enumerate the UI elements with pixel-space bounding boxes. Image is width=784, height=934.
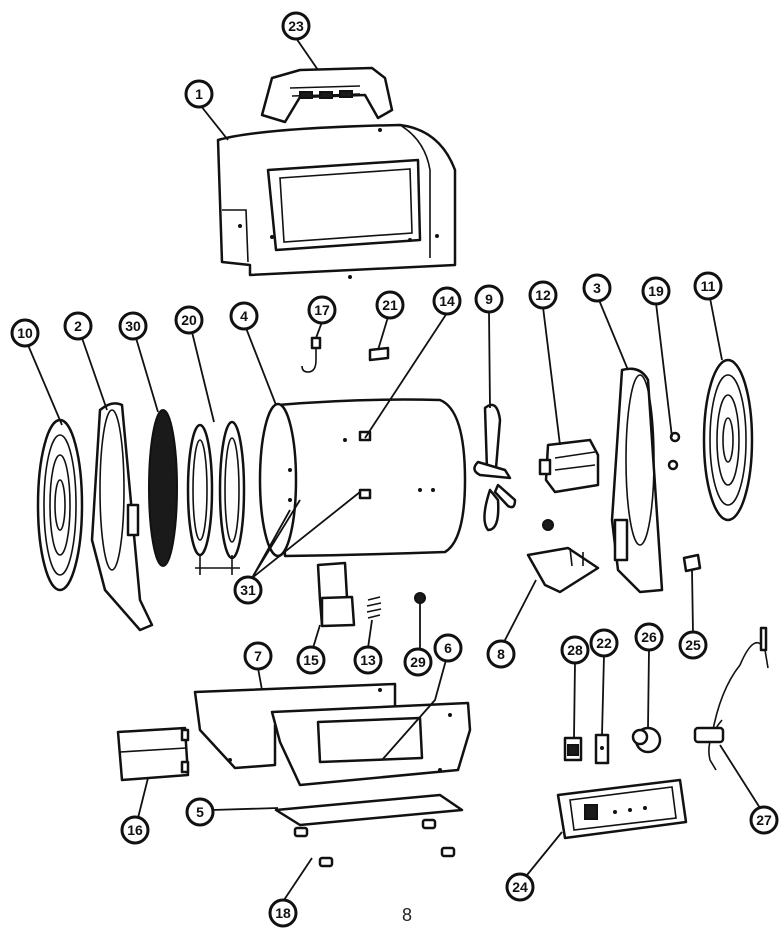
page-number: 8 xyxy=(401,905,412,925)
callout-23: 23 xyxy=(281,11,311,41)
part-front-base-plate xyxy=(270,701,472,787)
svg-text:18: 18 xyxy=(275,905,291,921)
svg-text:7: 7 xyxy=(254,648,262,664)
callout-14: 14 xyxy=(432,286,462,316)
callout-21: 21 xyxy=(375,290,405,320)
callout-25: 25 xyxy=(678,630,708,660)
svg-text:2: 2 xyxy=(74,318,82,334)
svg-text:1: 1 xyxy=(195,86,203,102)
callout-11: 11 xyxy=(693,271,723,301)
part-feet xyxy=(293,818,456,868)
callout-10: 10 xyxy=(10,318,40,348)
part-handle xyxy=(260,66,394,124)
callout-17: 17 xyxy=(307,295,337,325)
part-spring xyxy=(366,596,382,619)
callout-22: 22 xyxy=(589,628,619,658)
svg-text:30: 30 xyxy=(125,318,141,334)
part-bottom-plate xyxy=(274,793,464,827)
svg-text:21: 21 xyxy=(382,297,398,313)
callout-12: 12 xyxy=(528,280,558,310)
part-control-panel xyxy=(556,778,688,840)
part-nut xyxy=(542,519,554,531)
callout-27: 27 xyxy=(749,805,779,835)
svg-text:3: 3 xyxy=(593,280,601,296)
part-right-screws xyxy=(667,431,681,471)
svg-text:14: 14 xyxy=(439,293,455,309)
svg-text:15: 15 xyxy=(303,652,319,668)
callout-3: 3 xyxy=(582,273,612,303)
part-cylinder-body xyxy=(258,398,467,558)
svg-text:8: 8 xyxy=(497,646,505,662)
callout-8: 8 xyxy=(486,639,516,669)
part-side-box xyxy=(116,726,190,782)
svg-text:31: 31 xyxy=(240,582,256,598)
callout-24: 24 xyxy=(505,872,535,902)
callout-13: 13 xyxy=(353,645,383,675)
part-left-fan-guard xyxy=(36,418,84,592)
part-thermostat-knob xyxy=(631,726,662,754)
part-heating-element xyxy=(186,420,246,575)
svg-text:20: 20 xyxy=(181,312,197,328)
svg-text:29: 29 xyxy=(410,654,426,670)
part-fan-blade xyxy=(473,403,517,532)
callout-30: 30 xyxy=(118,311,148,341)
part-right-fan-guard xyxy=(702,358,754,522)
svg-text:4: 4 xyxy=(240,308,248,324)
callout-7: 7 xyxy=(243,641,273,671)
svg-text:6: 6 xyxy=(444,640,452,656)
svg-text:16: 16 xyxy=(127,822,143,838)
svg-text:12: 12 xyxy=(535,287,551,303)
callout-28: 28 xyxy=(560,635,590,665)
part-right-end-bracket xyxy=(610,367,664,594)
part-left-end-bracket xyxy=(90,402,154,632)
svg-text:26: 26 xyxy=(641,629,657,645)
part-motor-bracket xyxy=(526,546,600,594)
callout-20: 20 xyxy=(174,305,204,335)
callout-15: 15 xyxy=(296,645,326,675)
callout-31: 31 xyxy=(233,575,263,605)
callout-9: 9 xyxy=(474,284,504,314)
part-grommet xyxy=(682,553,702,573)
svg-text:22: 22 xyxy=(596,635,612,651)
callout-29: 29 xyxy=(403,647,433,677)
callout-26: 26 xyxy=(634,622,664,652)
svg-text:10: 10 xyxy=(17,325,33,341)
callout-6: 6 xyxy=(433,633,463,663)
part-power-cord xyxy=(693,626,769,771)
part-motor xyxy=(538,438,600,494)
part-clip xyxy=(368,346,390,362)
svg-text:27: 27 xyxy=(756,812,772,828)
svg-text:9: 9 xyxy=(485,291,493,307)
part-rear-base-plate xyxy=(193,682,397,770)
callout-5: 5 xyxy=(185,797,215,827)
svg-text:25: 25 xyxy=(685,637,701,653)
callout-16: 16 xyxy=(120,815,150,845)
callout-18: 18 xyxy=(268,898,298,928)
svg-text:17: 17 xyxy=(314,302,330,318)
part-knob-screw xyxy=(414,592,426,604)
part-top-housing xyxy=(216,123,457,279)
svg-text:24: 24 xyxy=(512,879,528,895)
part-indicator-plate xyxy=(594,733,610,765)
svg-text:23: 23 xyxy=(288,18,304,34)
svg-text:11: 11 xyxy=(701,278,716,294)
part-bracket-plate xyxy=(316,561,356,628)
svg-text:13: 13 xyxy=(360,652,376,668)
part-mesh-screen xyxy=(148,409,178,567)
svg-text:19: 19 xyxy=(648,283,664,299)
svg-text:28: 28 xyxy=(567,642,583,658)
callout-4: 4 xyxy=(229,301,259,331)
callout-2: 2 xyxy=(63,311,93,341)
callout-1: 1 xyxy=(184,79,214,109)
part-hook xyxy=(301,336,322,373)
part-switch xyxy=(563,736,583,762)
callout-19: 19 xyxy=(641,276,671,306)
leader-lines xyxy=(27,37,761,901)
svg-text:5: 5 xyxy=(196,804,204,820)
